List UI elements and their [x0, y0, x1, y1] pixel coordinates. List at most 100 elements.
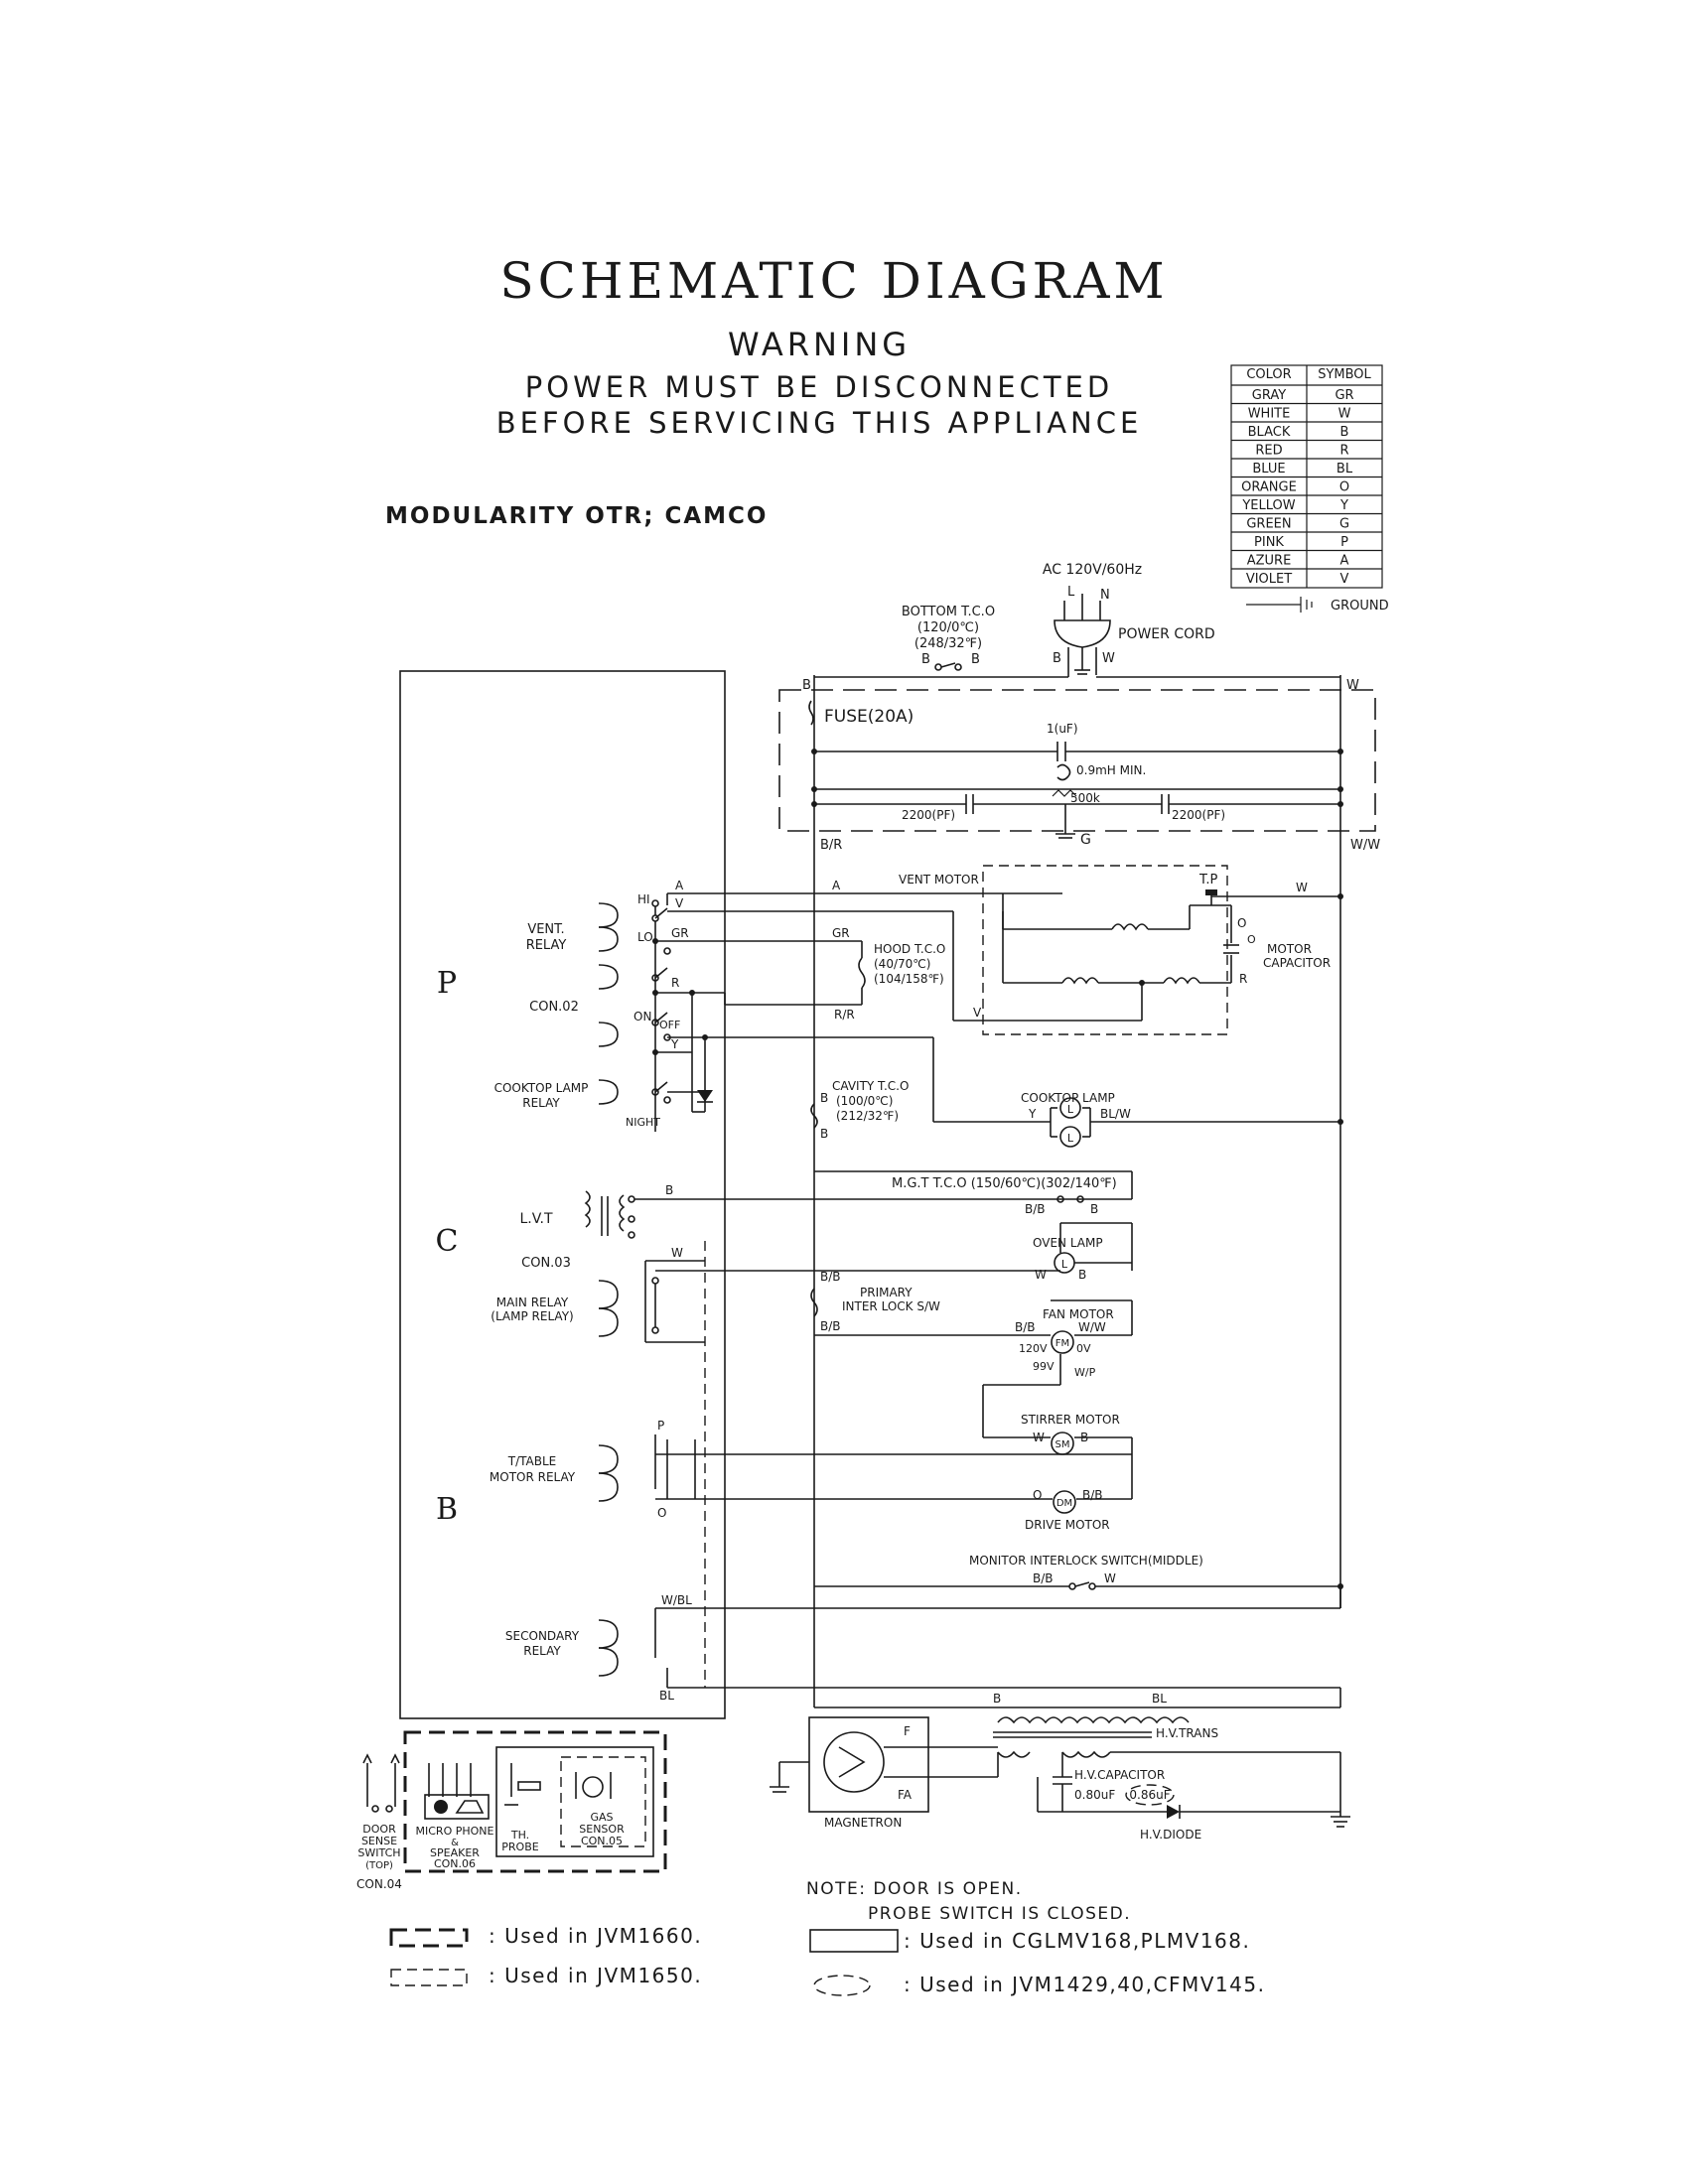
micro-label-2: & [451, 1838, 459, 1848]
color-symbol-cell: G [1339, 517, 1349, 532]
model-label: MODULARITY OTR; CAMCO [385, 503, 768, 529]
main-relay-wire-w: W [671, 1246, 683, 1260]
lvt-wire-b: B [665, 1183, 673, 1197]
resistor-label: 500k [1070, 791, 1100, 805]
hv-transformer-label: H.V.TRANS [1156, 1726, 1218, 1740]
fan-wire-bb: B/B [1015, 1320, 1036, 1334]
color-name-cell: ORANGE [1241, 480, 1297, 495]
line-terminal-label: L [1067, 585, 1075, 600]
drive-wire-o: O [1033, 1488, 1042, 1502]
vent-motor-label: VENT MOTOR [899, 873, 979, 887]
door-switch-label-4: (TOP) [365, 1860, 393, 1871]
inductor-label: 0.9mH MIN. [1076, 763, 1146, 777]
main-relay-label-1: MAIN RELAY [496, 1296, 569, 1309]
primary-wire-bb-1: B/B [820, 1270, 841, 1284]
mgt-tco-label: M.G.T T.C.O (150/60℃)(302/140℉) [892, 1176, 1117, 1191]
board-section-c: C [436, 1224, 459, 1259]
oven-lamp-label: OVEN LAMP [1033, 1236, 1103, 1250]
wire-v-label: V [675, 896, 684, 910]
board-section-b: B [436, 1492, 458, 1527]
monitor-wire-w: W [1104, 1571, 1116, 1585]
vent-wire-o-label: O [1237, 916, 1246, 930]
note-line-1: NOTE: DOOR IS OPEN. [806, 1879, 1023, 1899]
legend-dashed-ellipse [813, 1975, 871, 1996]
secondary-relay-label-1: SECONDARY [505, 1629, 580, 1643]
magnetron-fa-label: FA [898, 1788, 913, 1802]
cooktop-relay-label-1: COOKTOP LAMP [494, 1081, 589, 1095]
stirrer-drive-motors: STIRRER MOTOR W SM B O DM B/B DRIVE MOTO… [655, 1413, 1133, 1532]
monitor-switch-label: MONITOR INTERLOCK SWITCH(MIDDLE) [969, 1554, 1203, 1568]
oven-lamp-wire-b: B [1078, 1268, 1086, 1282]
filter-left-b: B [802, 678, 811, 693]
color-symbol-cell: GR [1335, 388, 1353, 403]
color-name-cell: VIOLET [1246, 572, 1292, 587]
high-voltage-section: B BL H.V.TRANS F FA MAGNETRON H.V.CAPACI… [770, 1688, 1350, 1842]
capacitor-o-label: O [1247, 933, 1256, 946]
turntable-relay-label-1: T/TABLE [507, 1454, 556, 1468]
vent-wire-a-label: A [832, 879, 841, 892]
color-name-cell: GRAY [1252, 388, 1286, 403]
gas-sensor-label-3: CON.05 [581, 1835, 623, 1847]
off-contact-label: OFF [659, 1019, 680, 1031]
on-contact-label: ON [633, 1010, 651, 1024]
hi-contact-label: HI [637, 892, 650, 906]
gas-sensor-icon [582, 1776, 604, 1798]
cooktop-lamp-2: L [1067, 1132, 1074, 1145]
oven-lamp-circuit: OVEN LAMP W L B [1033, 1222, 1133, 1282]
vent-wire-w-label: W [1296, 881, 1308, 894]
hood-tco-rating-1: (40/70℃) [874, 957, 930, 971]
bottom-tco-rating-2: (248/32℉) [914, 636, 982, 651]
color-name-cell: WHITE [1248, 407, 1291, 422]
bottom-tco-wire-2: B [971, 652, 980, 667]
turntable-relay: T/TABLE MOTOR RELAY P O [490, 1419, 696, 1520]
board-section-p: P [437, 966, 457, 1001]
fan-wire-ww: W/W [1078, 1320, 1106, 1334]
drive-wire-bb: B/B [1082, 1488, 1103, 1502]
hood-tco-rating-2: (104/158℉) [874, 972, 944, 986]
fan-motor-circuit: B/B B/B PRIMARY INTER LOCK S/W FAN MOTOR… [810, 1270, 1133, 1437]
legend-bold-dashed [389, 1928, 469, 1948]
neutral-terminal-label: N [1100, 588, 1110, 603]
cord-white-label: W [1102, 651, 1115, 666]
legend-line-4: : Used in JVM1429,40,CFMV145. [904, 1973, 1265, 1996]
fan-wire-wp: W/P [1074, 1366, 1096, 1379]
hood-tco-label: HOOD T.C.O [874, 942, 945, 956]
cavity-wire-b-1: B [820, 1091, 828, 1105]
legend-line-2: : Used in JVM1650. [489, 1964, 702, 1987]
th-probe-label-2: PROBE [501, 1841, 538, 1853]
th-probe-label-1: TH. [510, 1829, 529, 1842]
filter-br-label: B/R [820, 838, 842, 853]
x-capacitor-label: 1(uF) [1047, 722, 1078, 736]
main-relay-label-2: (LAMP RELAY) [491, 1309, 573, 1323]
legend-line-1: : Used in JVM1660. [489, 1924, 702, 1948]
cord-black-label: B [1053, 651, 1061, 666]
hv-capacitor-value-alt: 0.86uF [1129, 1788, 1170, 1802]
warning-line-1: POWER MUST BE DISCONNECTED [525, 370, 1113, 404]
wire-r-label: R [671, 976, 679, 990]
bottom-tco-wire-1: B [921, 652, 930, 667]
vent-wire-r-label: R [1239, 972, 1247, 986]
secondary-wire-wbl: W/BL [661, 1593, 692, 1607]
lo-contact-label: LO [637, 930, 653, 944]
color-symbol-cell: Y [1339, 498, 1348, 513]
micro-label-3: SPEAKER [430, 1846, 480, 1859]
wire-a-label: A [675, 879, 684, 892]
relay-wiring: A V GR R Y [655, 879, 1062, 1113]
hv-capacitor-value: 0.80uF [1074, 1788, 1115, 1802]
color-symbol-cell: O [1339, 480, 1349, 495]
color-name-cell: YELLOW [1241, 498, 1295, 513]
fuse-label: FUSE(20A) [824, 707, 914, 727]
bottom-connectors: DOOR SENSE SWITCH (TOP) CON.04 MICRO PHO… [356, 1730, 667, 1891]
wire-y-label: Y [670, 1037, 679, 1051]
page-title: SCHEMATIC DIAGRAM [499, 252, 1168, 310]
bottom-tco-label: BOTTOM T.C.O [902, 605, 995, 619]
gas-sensor-label-2: SENSOR [579, 1823, 625, 1836]
micro-label-1: MICRO PHONE [416, 1825, 494, 1838]
drive-motor-icon: DM [1056, 1498, 1072, 1509]
cooktop-lamp-1: L [1067, 1103, 1074, 1116]
monitor-interlock: MONITOR INTERLOCK SWITCH(MIDDLE) B/B W [655, 1554, 1343, 1609]
filter-ww-label: W/W [1350, 838, 1380, 853]
legend-line-3: : Used in CGLMV168,PLMV168. [904, 1929, 1250, 1953]
speaker-icon [455, 1800, 485, 1814]
